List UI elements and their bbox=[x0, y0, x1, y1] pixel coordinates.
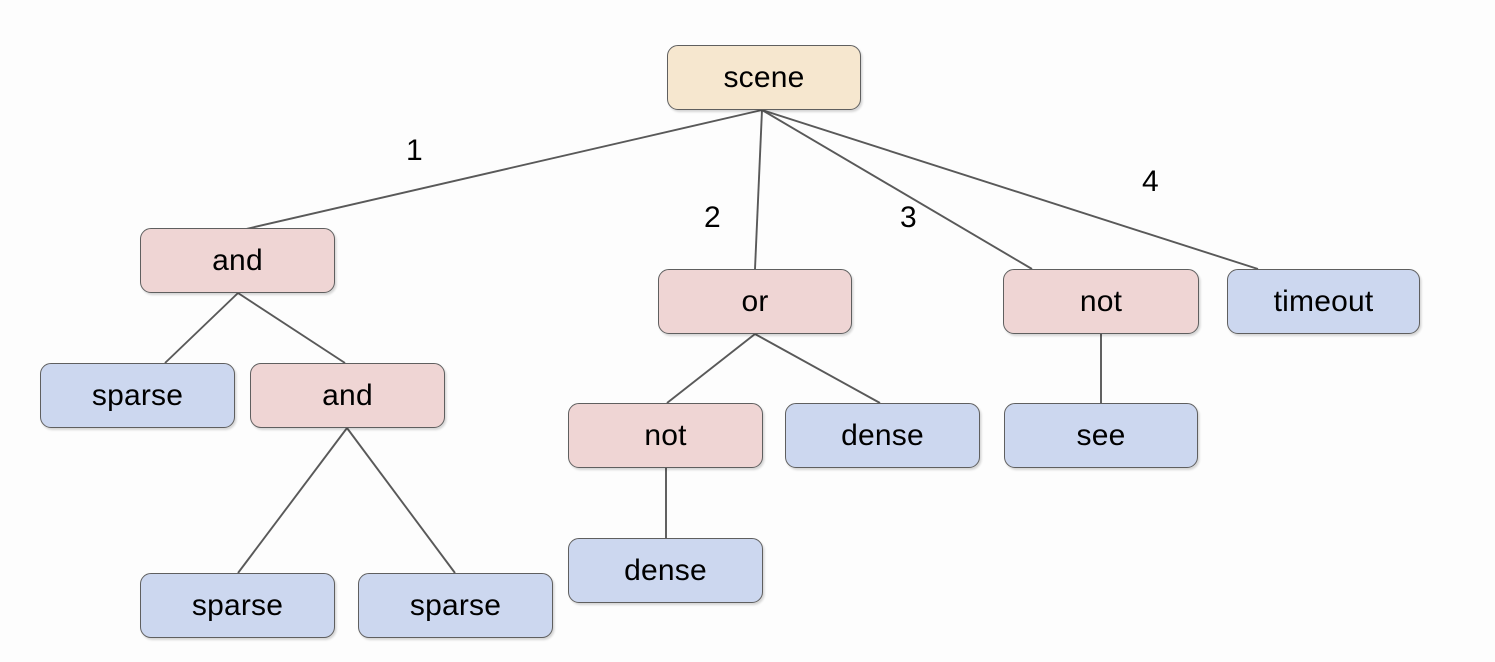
edge-label-1: 1 bbox=[406, 134, 423, 167]
node-not2[interactable]: not bbox=[568, 403, 763, 468]
edge-scene-to-not1 bbox=[761, 109, 1033, 270]
node-and2[interactable]: and bbox=[250, 363, 445, 428]
node-timeout[interactable]: timeout bbox=[1227, 269, 1420, 334]
edge-or1-to-not2 bbox=[666, 333, 756, 404]
edge-scene-to-or1 bbox=[754, 109, 763, 270]
node-and1[interactable]: and bbox=[140, 228, 335, 293]
edge-label-2: 2 bbox=[704, 201, 721, 234]
node-see[interactable]: see bbox=[1004, 403, 1198, 468]
edge-scene-to-and1 bbox=[245, 109, 763, 230]
edge-and2-to-sparse2 bbox=[237, 427, 348, 574]
node-or1[interactable]: or bbox=[658, 269, 852, 334]
node-not1[interactable]: not bbox=[1003, 269, 1199, 334]
node-sparse2[interactable]: sparse bbox=[140, 573, 335, 638]
edge-and2-to-sparse3 bbox=[346, 427, 456, 574]
node-dense2[interactable]: dense bbox=[568, 538, 763, 603]
edge-label-3: 3 bbox=[900, 201, 917, 234]
node-sparse3[interactable]: sparse bbox=[358, 573, 553, 638]
edge-or1-to-dense1 bbox=[754, 333, 881, 404]
edge-scene-to-timeout bbox=[761, 109, 1259, 270]
edge-label-4: 4 bbox=[1142, 165, 1159, 198]
node-sparse1[interactable]: sparse bbox=[40, 363, 235, 428]
edge-and1-to-and2 bbox=[237, 292, 346, 364]
edge-and1-to-sparse1 bbox=[164, 292, 239, 364]
node-dense1[interactable]: dense bbox=[785, 403, 980, 468]
node-scene[interactable]: scene bbox=[667, 45, 861, 110]
